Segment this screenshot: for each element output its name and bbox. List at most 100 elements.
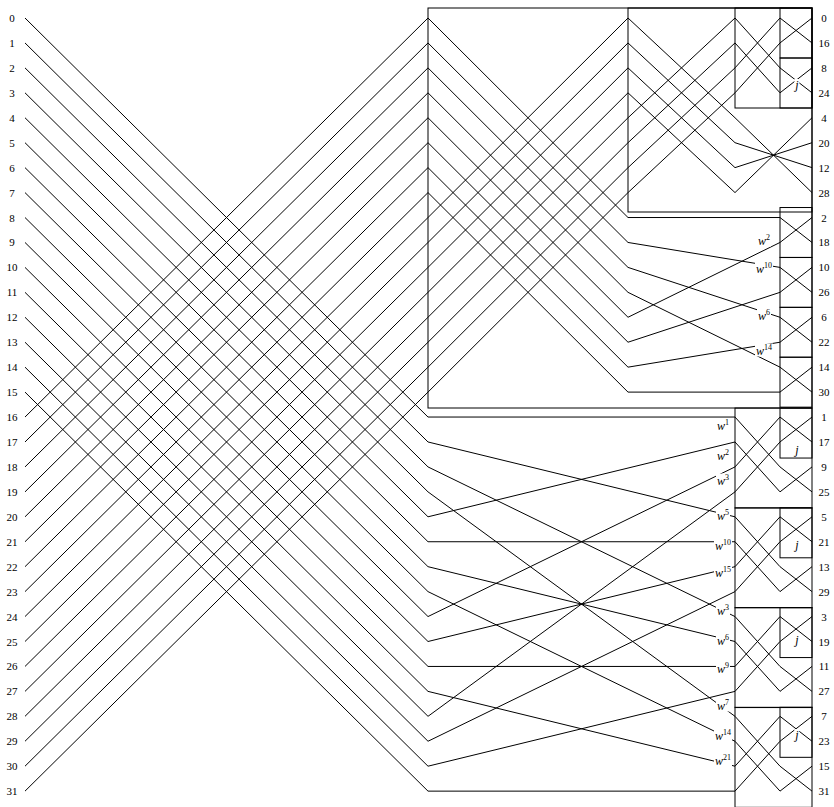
butterfly-line	[628, 292, 780, 342]
index-number: 17	[818, 436, 831, 447]
butterfly-line	[735, 642, 780, 692]
twiddle-factor: w9	[716, 662, 730, 675]
index-number: 27	[818, 686, 831, 697]
index-number: 31	[6, 786, 19, 797]
index-number: 7	[8, 187, 16, 198]
butterfly-line	[628, 68, 735, 168]
index-number: 3	[8, 87, 16, 98]
butterfly-line	[735, 716, 780, 766]
butterfly-line	[25, 18, 428, 417]
stage-box	[780, 208, 812, 258]
index-number: 9	[8, 237, 16, 248]
butterfly-line	[25, 242, 428, 641]
butterfly-line	[735, 741, 780, 791]
butterfly-line	[735, 18, 780, 68]
butterfly-line	[735, 442, 780, 492]
index-number: 5	[820, 511, 828, 522]
butterfly-line	[428, 143, 628, 343]
index-number: 24	[818, 87, 831, 98]
butterfly-line	[428, 18, 628, 218]
twiddle-factor: w10	[714, 539, 732, 552]
butterfly-line	[428, 691, 735, 766]
butterfly-line	[735, 18, 780, 68]
butterfly-line	[25, 367, 428, 766]
butterfly-line	[735, 617, 780, 667]
index-number: 4	[820, 112, 828, 123]
twiddle-factor: w3	[716, 604, 730, 617]
butterfly-line	[25, 193, 428, 592]
butterfly-line	[780, 18, 812, 43]
butterfly-line	[780, 666, 812, 691]
butterfly-line	[735, 43, 780, 93]
butterfly-line	[628, 43, 735, 143]
butterfly-line	[428, 93, 628, 293]
twiddle-factor: w3	[716, 474, 730, 487]
butterfly-line	[25, 317, 428, 716]
index-number: 19	[6, 486, 19, 497]
butterfly-line	[25, 168, 428, 567]
index-number: 0	[8, 13, 16, 24]
j-factor: j	[794, 79, 799, 91]
stage-box	[780, 608, 812, 658]
butterfly-line	[780, 716, 812, 741]
butterfly-line	[780, 267, 812, 292]
index-number: 28	[6, 711, 19, 722]
twiddle-factor: w6	[757, 309, 771, 322]
index-number: 19	[818, 636, 831, 647]
index-number: 9	[820, 461, 828, 472]
butterfly-line	[628, 18, 735, 118]
butterfly-line	[25, 93, 428, 492]
j-factor: j	[794, 444, 799, 456]
twiddle-factor: w6	[716, 634, 730, 647]
stage-box	[428, 8, 812, 408]
butterfly-line	[25, 292, 428, 691]
butterfly-line	[780, 467, 812, 492]
butterfly-line	[25, 218, 428, 617]
stage-box	[780, 58, 812, 108]
j-factor: j	[794, 539, 799, 551]
butterfly-line	[428, 691, 735, 766]
butterfly-line	[735, 417, 780, 467]
butterfly-line	[780, 18, 812, 43]
butterfly-line	[780, 218, 812, 243]
butterfly-line	[25, 43, 428, 442]
stage-box	[735, 707, 812, 807]
j-factor: j	[794, 634, 799, 646]
twiddle-factor: w15	[714, 566, 732, 579]
butterfly-line	[780, 567, 812, 592]
butterfly-line	[428, 93, 628, 293]
butterfly-line	[25, 342, 428, 741]
butterfly-line	[735, 118, 812, 193]
butterfly-line	[428, 68, 628, 268]
butterfly-line	[780, 766, 812, 791]
butterfly-line	[628, 217, 780, 218]
index-number: 23	[6, 586, 19, 597]
index-number: 3	[820, 611, 828, 622]
index-number: 18	[818, 237, 831, 248]
butterfly-line	[628, 43, 735, 143]
butterfly-line	[428, 118, 628, 318]
index-number: 26	[818, 287, 831, 298]
butterfly-line	[428, 592, 735, 742]
butterfly-line	[628, 292, 780, 367]
index-number: 10	[6, 262, 19, 273]
butterfly-line	[780, 517, 812, 542]
butterfly-line	[25, 18, 428, 417]
stage-box	[735, 508, 812, 608]
butterfly-line	[25, 218, 428, 617]
butterfly-line	[735, 43, 780, 93]
index-number: 6	[820, 312, 828, 323]
butterfly-line	[628, 242, 780, 317]
butterfly-line	[428, 492, 735, 716]
index-number: 8	[820, 62, 828, 73]
butterfly-line	[428, 118, 628, 318]
index-number: 22	[6, 561, 19, 572]
index-number: 24	[6, 611, 19, 622]
butterfly-line	[25, 367, 428, 766]
butterfly-line	[25, 93, 428, 492]
index-number: 23	[818, 736, 831, 747]
index-number: 10	[818, 262, 831, 273]
butterfly-line	[780, 716, 812, 741]
